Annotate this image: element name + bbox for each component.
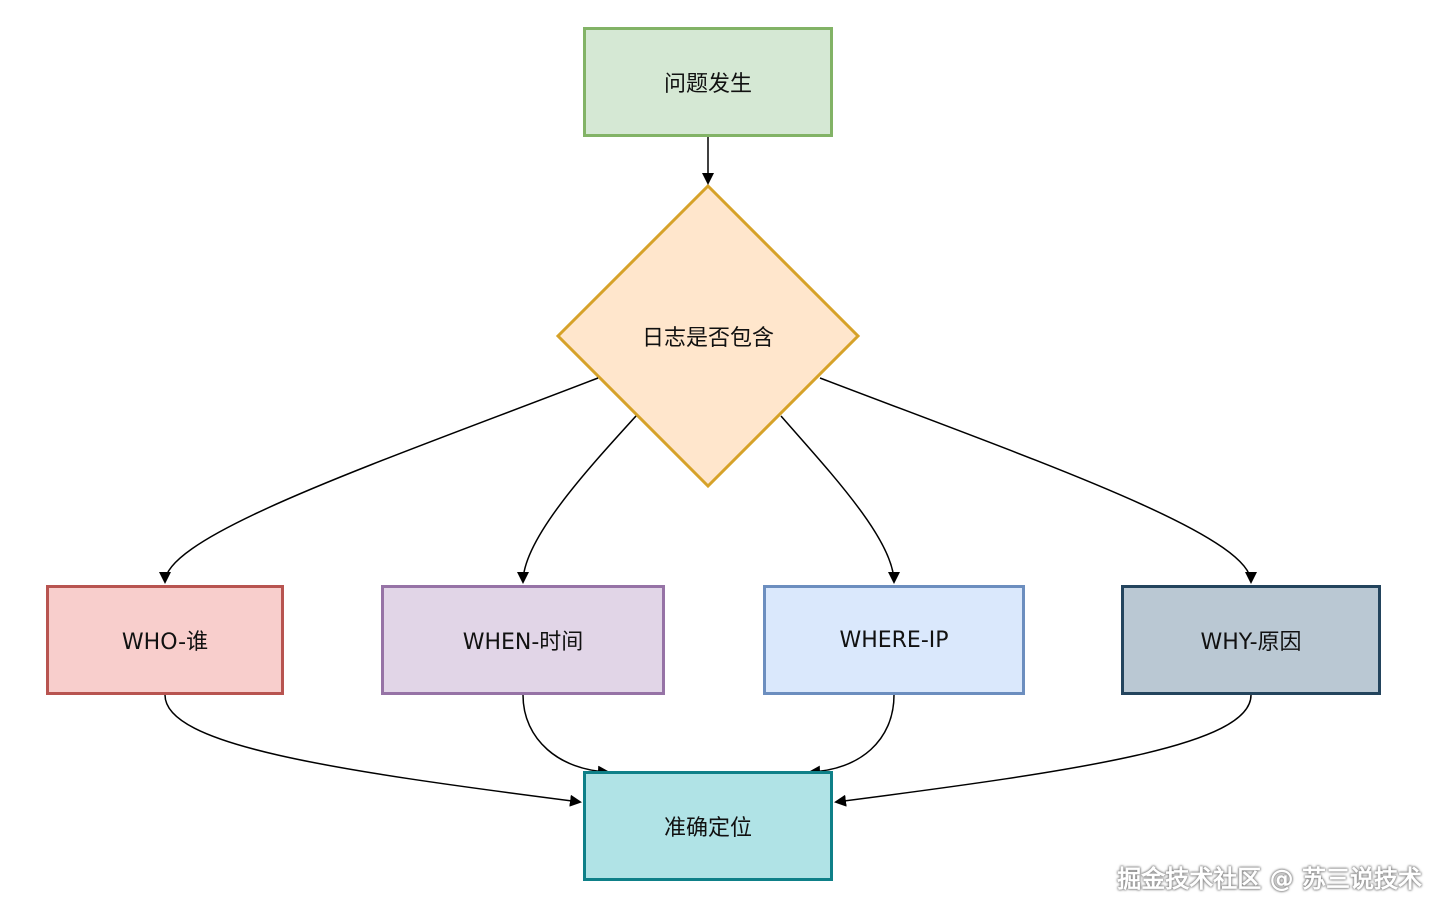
node-where-label: WHERE-IP xyxy=(839,627,949,653)
edge-decision-to-where xyxy=(780,415,900,584)
node-why-label: WHY-原因 xyxy=(1200,630,1302,655)
edge-decision-to-who xyxy=(159,377,599,584)
decision-label: 日志是否包含 xyxy=(641,326,774,351)
node-who-label: WHO-谁 xyxy=(121,630,209,655)
node-when-label: WHEN-时间 xyxy=(462,630,584,655)
node-problem-occurs: 问题发生 xyxy=(583,27,833,137)
node-accurate-location-label: 准确定位 xyxy=(663,816,752,841)
node-why: WHY-原因 xyxy=(1121,585,1381,695)
watermark: 掘金技术社区 @ 苏三说技术 xyxy=(1117,865,1422,893)
node-problem-occurs-label: 问题发生 xyxy=(663,72,752,97)
decision-diamond xyxy=(555,183,861,489)
node-accurate-location: 准确定位 xyxy=(583,771,833,881)
edge-who-to-end xyxy=(164,694,582,807)
node-who: WHO-谁 xyxy=(46,585,284,695)
edge-decision-to-why xyxy=(819,377,1257,584)
decision-label-wrap: 日志是否包含 xyxy=(558,311,858,361)
edge-where-to-end xyxy=(808,694,895,778)
node-where: WHERE-IP xyxy=(763,585,1025,695)
edge-why-to-end xyxy=(834,694,1252,807)
node-when: WHEN-时间 xyxy=(381,585,665,695)
edge-decision-to-when xyxy=(517,415,637,584)
edge-when-to-end xyxy=(522,694,610,778)
